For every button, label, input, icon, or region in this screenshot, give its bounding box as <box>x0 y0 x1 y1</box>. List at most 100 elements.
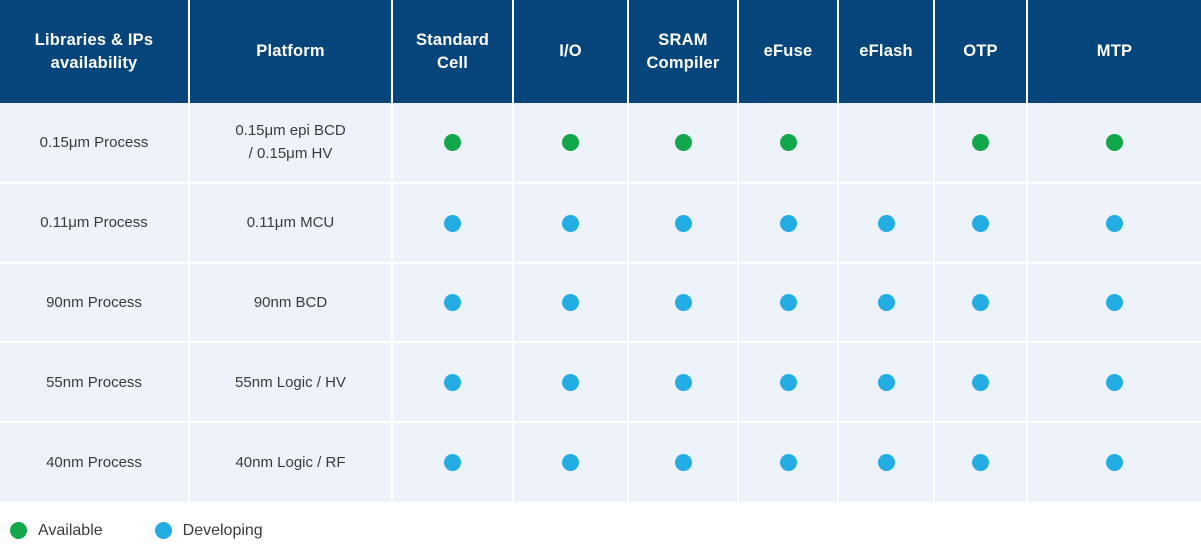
status-cell-eflash <box>838 262 935 344</box>
status-cell-io <box>513 262 629 344</box>
column-header-category: Libraries & IPs availability <box>0 0 190 103</box>
status-cell-eflash <box>838 182 935 264</box>
row-platform-label: 90nm BCD <box>189 262 393 344</box>
column-header-std_cell: Standard Cell <box>392 0 514 103</box>
legend-label: Available <box>38 521 103 539</box>
status-cell-std_cell <box>392 262 514 344</box>
status-dot-developing-icon <box>674 454 692 472</box>
status-cell-eflash <box>838 103 935 184</box>
status-dot-developing-icon <box>972 294 989 312</box>
status-dot-developing-icon <box>779 374 797 392</box>
status-dot-developing-icon <box>972 214 989 232</box>
status-cell-efuse <box>738 103 839 184</box>
status-dot-developing-icon <box>562 214 579 232</box>
row-category-label: 0.11μm Process <box>0 182 190 264</box>
column-header-io: I/O <box>513 0 629 103</box>
legend-label: Developing <box>182 521 263 539</box>
status-cell-std_cell <box>392 182 514 264</box>
status-cell-sram <box>628 342 739 424</box>
column-header-platform: Platform <box>189 0 393 103</box>
column-header-mtp: MTP <box>1027 0 1201 103</box>
status-cell-efuse <box>738 262 839 344</box>
status-dot-developing-icon <box>444 294 461 312</box>
status-cell-efuse <box>738 342 839 424</box>
status-cell-otp <box>934 103 1028 184</box>
status-dot-developing-icon <box>877 454 895 472</box>
status-dot-developing-icon <box>674 374 692 392</box>
row-platform-label: 0.11μm MCU <box>189 182 393 264</box>
status-dot-developing-icon <box>562 374 579 392</box>
status-cell-sram <box>628 103 739 184</box>
status-dot-available-icon <box>562 134 579 152</box>
legend: Available Developing <box>0 502 1201 560</box>
row-platform-label: 55nm Logic / HV <box>189 342 393 424</box>
status-cell-eflash <box>838 422 935 502</box>
legend-dot-developing-icon <box>154 522 172 540</box>
status-cell-mtp <box>1027 342 1201 424</box>
status-dot-developing-icon <box>444 454 461 472</box>
status-cell-mtp <box>1027 262 1201 344</box>
status-dot-developing-icon <box>674 294 692 312</box>
status-dot-developing-icon <box>444 374 461 392</box>
status-dot-available-icon <box>779 134 797 152</box>
status-dot-developing-icon <box>972 374 989 392</box>
legend-item-available: Available <box>10 522 103 540</box>
status-cell-efuse <box>738 182 839 264</box>
status-dot-developing-icon <box>1106 454 1123 472</box>
status-cell-std_cell <box>392 342 514 424</box>
row-platform-label: 40nm Logic / RF <box>189 422 393 502</box>
status-dot-developing-icon <box>562 294 579 312</box>
status-dot-developing-icon <box>877 374 895 392</box>
status-dot-developing-icon <box>877 214 895 232</box>
status-cell-otp <box>934 262 1028 344</box>
legend-item-developing: Developing <box>154 521 263 540</box>
status-cell-sram <box>628 422 739 502</box>
status-cell-efuse <box>738 422 839 502</box>
status-dot-developing-icon <box>779 214 797 232</box>
row-category-label: 90nm Process <box>0 262 190 344</box>
status-dot-developing-icon <box>877 294 895 312</box>
status-cell-otp <box>934 182 1028 264</box>
status-cell-std_cell <box>392 103 514 184</box>
row-category-label: 0.15μm Process <box>0 103 190 184</box>
status-dot-available-icon <box>1106 134 1123 152</box>
row-platform-label: 0.15μm epi BCD/ 0.15μm HV <box>189 103 393 184</box>
status-cell-otp <box>934 422 1028 502</box>
status-cell-io <box>513 103 629 184</box>
status-dot-developing-icon <box>444 214 461 232</box>
status-cell-io <box>513 422 629 502</box>
status-cell-io <box>513 342 629 424</box>
status-dot-developing-icon <box>1106 294 1123 312</box>
status-dot-developing-icon <box>779 294 797 312</box>
status-dot-developing-icon <box>562 454 579 472</box>
status-cell-io <box>513 182 629 264</box>
status-cell-mtp <box>1027 422 1201 502</box>
status-cell-std_cell <box>392 422 514 502</box>
status-cell-mtp <box>1027 182 1201 264</box>
column-header-sram: SRAM Compiler <box>628 0 739 103</box>
status-dot-developing-icon <box>779 454 797 472</box>
status-dot-developing-icon <box>1106 374 1123 392</box>
status-cell-otp <box>934 342 1028 424</box>
status-dot-available-icon <box>674 134 692 152</box>
row-category-label: 55nm Process <box>0 342 190 424</box>
status-dot-developing-icon <box>1106 214 1123 232</box>
status-cell-mtp <box>1027 103 1201 184</box>
column-header-eflash: eFlash <box>838 0 935 103</box>
column-header-efuse: eFuse <box>738 0 839 103</box>
legend-dot-available-icon <box>10 522 27 540</box>
status-cell-sram <box>628 182 739 264</box>
status-dot-developing-icon <box>972 454 989 472</box>
status-cell-eflash <box>838 342 935 424</box>
status-dot-available-icon <box>972 134 989 152</box>
column-header-otp: OTP <box>934 0 1028 103</box>
